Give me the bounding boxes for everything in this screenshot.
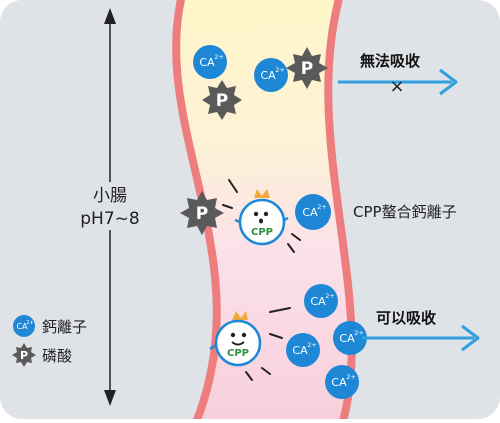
legend-phosphate-icon: P	[12, 343, 36, 367]
motion-lines	[222, 179, 301, 253]
calcium-ion: CA 2+	[295, 194, 331, 230]
cpp-character: CPP	[234, 189, 289, 246]
svg-text:P: P	[301, 59, 313, 79]
middle-molecules: P CPP CA 2+	[180, 179, 331, 253]
svg-text:P: P	[20, 349, 28, 362]
vertical-range-arrow	[78, 8, 142, 406]
phosphate: P	[180, 191, 224, 235]
legend-phosphate-label: 磷酸	[42, 347, 72, 365]
svg-text:2+: 2+	[317, 203, 327, 211]
svg-text:2+: 2+	[346, 373, 356, 381]
svg-text:CA: CA	[199, 56, 215, 69]
phosphate: P	[202, 80, 242, 120]
svg-text:2+: 2+	[325, 292, 335, 300]
not-absorbed-label: 無法吸收	[360, 52, 420, 70]
svg-text:2+: 2+	[214, 53, 224, 61]
legend-calcium-icon: CA 2+	[13, 315, 35, 337]
cpp-character: CPP	[209, 311, 262, 367]
svg-text:CA: CA	[260, 69, 276, 82]
svg-text:2+: 2+	[354, 329, 364, 337]
absorbed-label: 可以吸收	[376, 309, 436, 327]
svg-text:CA: CA	[16, 322, 28, 331]
svg-text:CA: CA	[292, 344, 308, 357]
legend-calcium-label: 鈣離子	[42, 318, 87, 336]
phosphate: P	[286, 47, 328, 89]
blocked-arrow	[338, 68, 458, 96]
svg-text:CA: CA	[310, 295, 326, 308]
top-molecules: CA 2+ P CA 2+ P	[193, 45, 328, 120]
absorbed-arrow	[362, 324, 480, 352]
calcium-ion: CA 2+	[286, 333, 320, 367]
svg-text:P: P	[196, 204, 208, 224]
cpp-chelate-label: CPP螯合鈣離子	[353, 203, 457, 221]
svg-text:2+: 2+	[275, 66, 285, 74]
bottom-molecules: CPP CA 2+ CA 2+ CA 2+ CA 2+	[209, 284, 367, 399]
calcium-ion: CA 2+	[304, 284, 338, 318]
svg-text:P: P	[216, 91, 228, 111]
calcium-ion: CA 2+	[254, 58, 288, 92]
svg-text:CA: CA	[302, 206, 318, 219]
motion-lines	[245, 307, 291, 381]
svg-text:2+: 2+	[26, 320, 33, 326]
calcium-ion: CA 2+	[333, 321, 367, 355]
blocked-mark: ×	[389, 76, 404, 97]
svg-text:CPP: CPP	[251, 227, 273, 238]
svg-text:CPP: CPP	[227, 348, 249, 359]
svg-text:CA: CA	[339, 332, 355, 345]
side-label-line1: 小腸	[93, 186, 127, 206]
svg-text:CA: CA	[331, 376, 347, 389]
calcium-ion: CA 2+	[325, 365, 359, 399]
side-label-line2: pH7~8	[80, 209, 139, 229]
svg-text:2+: 2+	[307, 341, 317, 349]
legend: CA 2+ 鈣離子 P 磷酸	[12, 315, 87, 367]
calcium-ion: CA 2+	[193, 45, 227, 79]
